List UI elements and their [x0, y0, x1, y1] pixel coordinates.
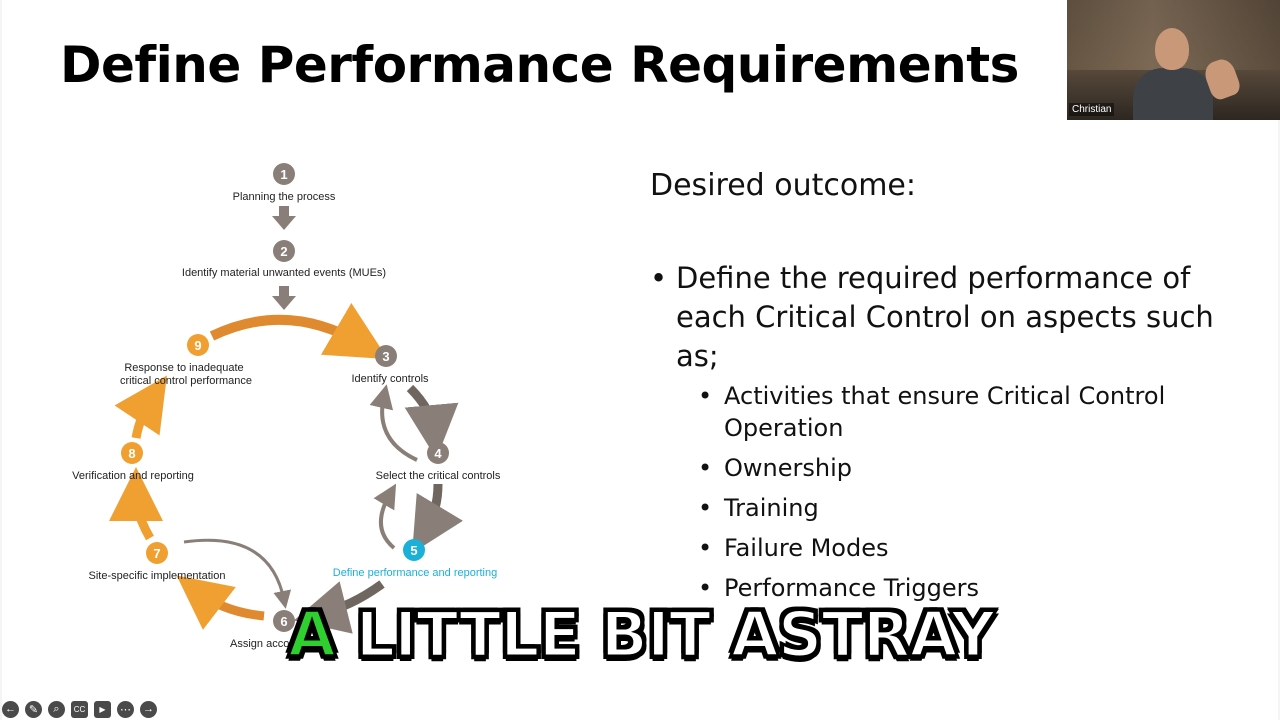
- webcam-name-label: Christian: [1069, 103, 1115, 116]
- step-8: 8 Verification and reporting: [72, 442, 194, 482]
- step-6: 6 Assign acco: [230, 610, 295, 650]
- video-off-icon[interactable]: ▶: [94, 700, 111, 718]
- main-bullet: Define the required performance of each …: [650, 259, 1250, 604]
- svg-text:9: 9: [194, 338, 201, 353]
- step-7: 7 Site-specific implementation: [89, 542, 226, 582]
- step-5: 5 Define performance and reporting: [333, 539, 497, 579]
- arc-9-to-3: [209, 302, 388, 360]
- presentation-toolbar: ← ✎ ⌕ CC ▶ ⋯ →: [2, 700, 157, 718]
- subtitle-caption: A LITTLE BIT ASTRAY: [287, 597, 997, 673]
- arc-4-to-3: [369, 384, 418, 462]
- caption-text: LITTLE BIT ASTRAY: [334, 597, 997, 673]
- svg-text:Site-specific implementation: Site-specific implementation: [89, 570, 226, 582]
- bullet-list: Define the required performance of each …: [650, 259, 1250, 604]
- pen-icon[interactable]: ✎: [25, 700, 42, 718]
- page-title: Define Performance Requirements: [60, 36, 1019, 94]
- sub-bullet-list: Activities that ensure Critical Control …: [676, 380, 1250, 604]
- svg-text:1: 1: [280, 167, 287, 182]
- svg-text:critical control performance: critical control performance: [120, 375, 252, 387]
- arc-4-to-5: [412, 483, 464, 554]
- svg-text:5: 5: [410, 543, 417, 558]
- svg-text:Verification and reporting: Verification and reporting: [72, 470, 194, 482]
- svg-text:4: 4: [434, 446, 442, 461]
- down-arrow-1-2: [272, 206, 296, 230]
- svg-text:Define performance and reporti: Define performance and reporting: [333, 567, 497, 579]
- svg-text:Response to inadequate: Response to inadequate: [124, 362, 243, 374]
- webcam-thumbnail[interactable]: Christian: [1067, 0, 1280, 120]
- down-arrow-2-3: [272, 286, 296, 310]
- search-icon[interactable]: ⌕: [48, 700, 65, 718]
- arc-8-to-9: [114, 375, 167, 439]
- svg-text:Identify material unwanted eve: Identify material unwanted events (MUEs): [182, 267, 386, 279]
- sub-bullet: Ownership: [676, 452, 1250, 484]
- step-2: 2 Identify material unwanted events (MUE…: [182, 240, 386, 279]
- arc-7-to-6: [183, 538, 292, 609]
- arc-5-to-4: [373, 483, 397, 550]
- step-4: 4 Select the critical controls: [376, 442, 501, 482]
- outcome-heading: Desired outcome:: [650, 168, 917, 203]
- svg-text:Assign acco: Assign acco: [230, 638, 289, 650]
- sub-bullet: Training: [676, 492, 1250, 524]
- arc-3-to-4: [404, 384, 459, 459]
- outcome-panel: Desired outcome: Define the required per…: [650, 168, 1250, 612]
- forward-arrow-icon[interactable]: →: [140, 700, 157, 718]
- critical-control-process-diagram: 1 Planning the process 2 Identify materi…: [72, 163, 501, 650]
- svg-text:Planning the process: Planning the process: [233, 191, 336, 203]
- main-bullet-text: Define the required performance of each …: [676, 261, 1214, 373]
- cc-icon[interactable]: CC: [71, 700, 88, 718]
- svg-text:8: 8: [128, 446, 135, 461]
- presenter-head: [1155, 28, 1189, 70]
- more-icon[interactable]: ⋯: [117, 700, 134, 718]
- svg-text:6: 6: [280, 614, 287, 629]
- step-3: 3 Identify controls: [351, 345, 429, 385]
- sub-bullet: Performance Triggers: [676, 572, 1250, 604]
- step-1: 1 Planning the process: [233, 163, 336, 203]
- svg-text:7: 7: [153, 546, 160, 561]
- arc-6-to-7: [176, 575, 265, 630]
- svg-text:Identify controls: Identify controls: [351, 373, 429, 385]
- arc-5-to-6: [293, 580, 385, 634]
- back-arrow-icon[interactable]: ←: [2, 700, 19, 718]
- svg-text:Select the critical controls: Select the critical controls: [376, 470, 501, 482]
- sub-bullet: Failure Modes: [676, 532, 1250, 564]
- sub-bullet: Activities that ensure Critical Control …: [676, 380, 1250, 444]
- svg-text:3: 3: [382, 349, 389, 364]
- arc-7-to-8: [109, 467, 164, 541]
- svg-text:2: 2: [280, 244, 287, 259]
- step-9: 9 Response to inadequate critical contro…: [120, 334, 252, 387]
- presenter-body: [1133, 68, 1213, 120]
- caption-highlight: A: [287, 597, 338, 673]
